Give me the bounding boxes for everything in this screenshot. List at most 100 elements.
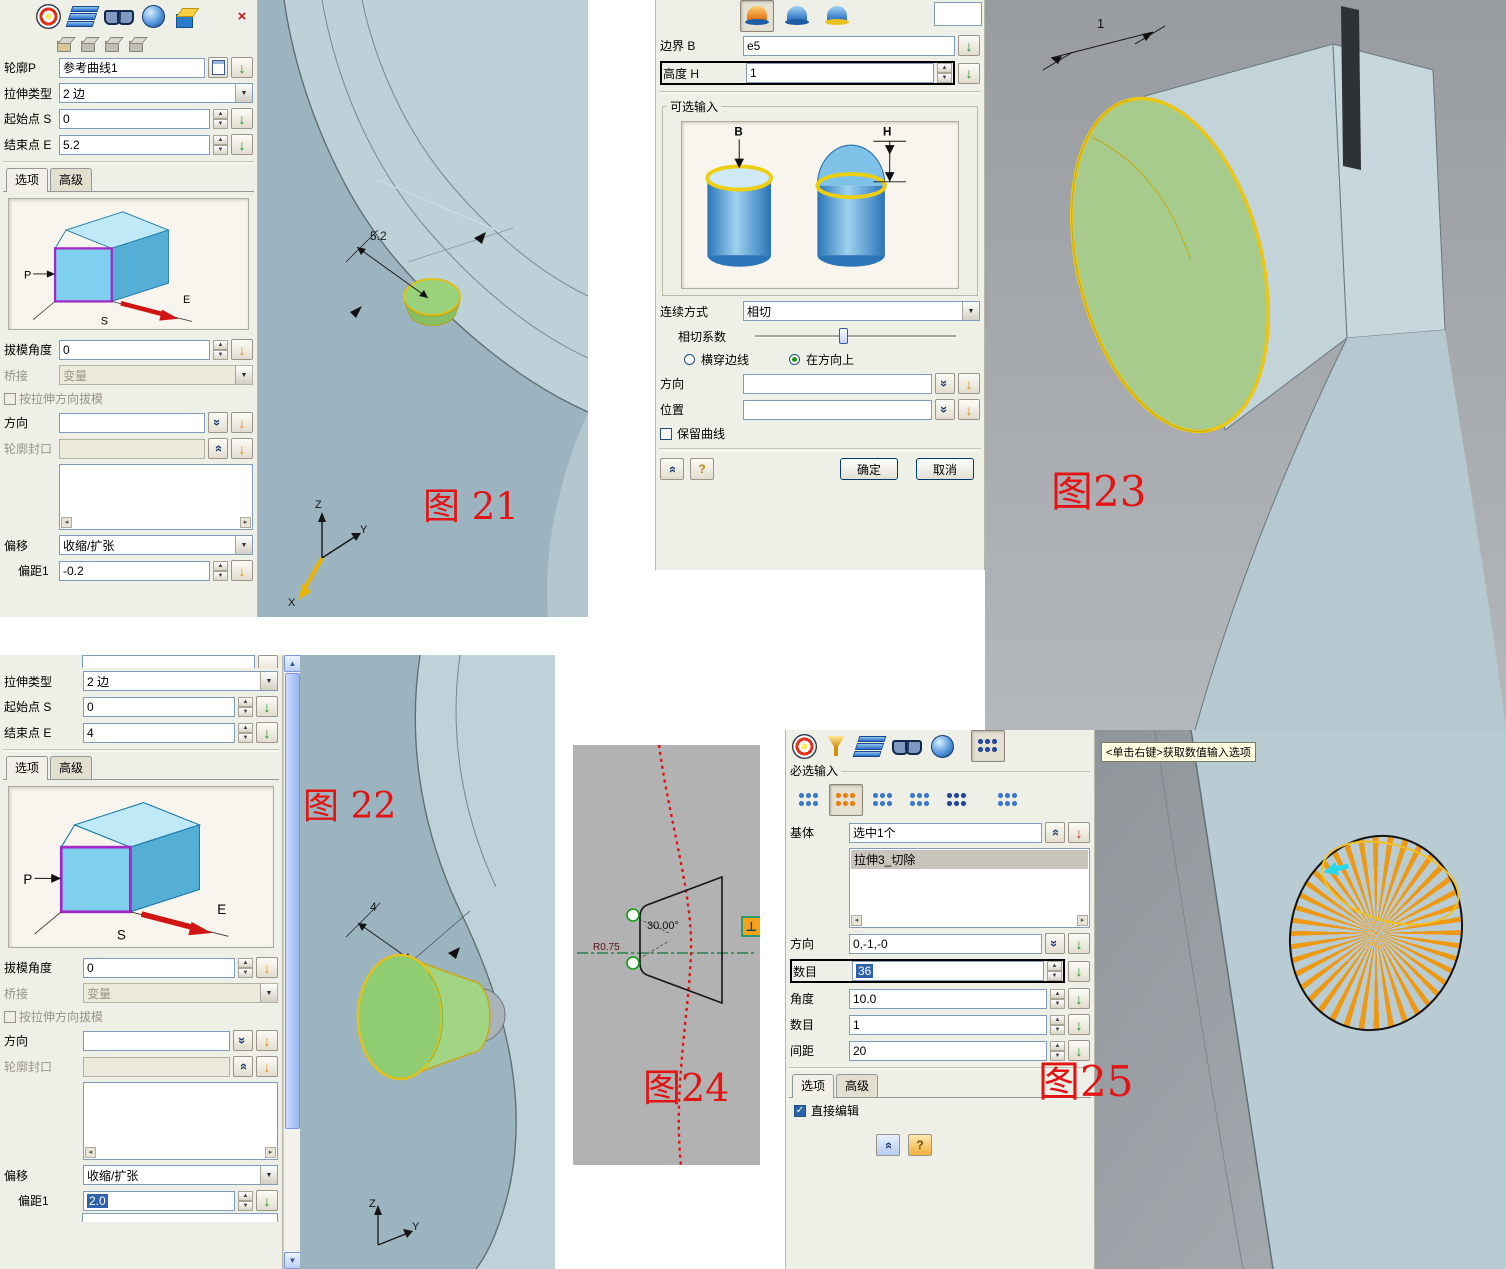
clipped-field[interactable] bbox=[82, 655, 255, 668]
scroll-left-icon[interactable]: ◂ bbox=[61, 517, 72, 528]
extrude-type-select[interactable]: 2 边▼ bbox=[83, 671, 278, 691]
direction-expand-button[interactable]: » bbox=[233, 1030, 253, 1051]
cube-icon[interactable] bbox=[173, 5, 198, 28]
target-icon[interactable] bbox=[36, 3, 61, 29]
end-point-field[interactable]: 4 bbox=[83, 722, 235, 743]
direction-field[interactable] bbox=[83, 1030, 230, 1051]
viewport-fig24[interactable]: 30.00° R0.75 ⊥ 图24 bbox=[573, 745, 760, 1165]
end-point-field[interactable]: 5.2 bbox=[59, 134, 210, 155]
on-direction-radio[interactable] bbox=[789, 354, 801, 365]
offset1-field[interactable]: 2.0 bbox=[83, 1190, 235, 1211]
keep-curve-checkbox[interactable] bbox=[660, 427, 672, 440]
scrollbar-up-button[interactable]: ▲ bbox=[284, 655, 301, 672]
boundary-pick-button[interactable]: ↓ bbox=[958, 35, 980, 56]
collapse-button[interactable]: » bbox=[876, 1134, 900, 1156]
tab-advanced[interactable]: 高级 bbox=[50, 756, 93, 779]
help-button[interactable]: ? bbox=[690, 458, 714, 480]
selection-list[interactable]: ◂ ▸ bbox=[83, 1082, 278, 1160]
target-icon[interactable] bbox=[792, 733, 817, 759]
scrollbar-thumb[interactable] bbox=[285, 673, 300, 1129]
start-point-spinner[interactable]: ▲▼ bbox=[213, 108, 228, 129]
count2-field[interactable]: 1 bbox=[849, 1014, 1047, 1035]
boolean-remove-icon[interactable] bbox=[104, 36, 122, 52]
dome-type-blue-button[interactable] bbox=[780, 0, 814, 32]
end-point-spinner[interactable]: ▲▼ bbox=[213, 134, 228, 155]
direct-edit-checkbox[interactable]: ✓ bbox=[794, 1104, 806, 1117]
continuity-select[interactable]: 相切▼ bbox=[743, 301, 980, 321]
scroll-left-icon[interactable]: ◂ bbox=[851, 915, 862, 926]
start-point-field[interactable]: 0 bbox=[59, 108, 210, 129]
tab-options[interactable]: 选项 bbox=[6, 756, 49, 780]
spacing-spinner[interactable]: ▲▼ bbox=[1050, 1040, 1065, 1061]
direction-pick-button[interactable]: ↓ bbox=[231, 412, 253, 433]
draft-angle-field[interactable]: 0 bbox=[59, 339, 210, 360]
sphere-icon[interactable] bbox=[142, 4, 165, 28]
start-point-field[interactable]: 0 bbox=[83, 696, 235, 717]
glasses-icon[interactable] bbox=[104, 9, 134, 25]
end-point-pick-button[interactable]: ↓ bbox=[231, 134, 253, 155]
direction-expand-button[interactable]: » bbox=[1045, 933, 1065, 954]
pattern-tool-button[interactable] bbox=[971, 730, 1005, 762]
close-icon[interactable]: × bbox=[237, 7, 247, 25]
direction-expand-button[interactable]: » bbox=[208, 412, 228, 433]
offset1-field[interactable]: -0.2 bbox=[59, 560, 210, 581]
base-field[interactable]: 选中1个 bbox=[849, 822, 1042, 843]
selection-list[interactable]: ◂ ▸ bbox=[59, 464, 253, 530]
offset1-pick-button[interactable]: ↓ bbox=[231, 560, 253, 581]
profile-cap-pick-button[interactable]: ↓ bbox=[231, 438, 253, 459]
scroll-left-icon[interactable]: ◂ bbox=[85, 1147, 96, 1158]
direction-field[interactable] bbox=[743, 373, 932, 394]
viewport-fig25[interactable] bbox=[1095, 730, 1506, 1269]
pattern-point-button[interactable] bbox=[866, 784, 900, 816]
boolean-base-icon[interactable] bbox=[56, 36, 74, 52]
profile-pick-arrow-button[interactable]: ↓ bbox=[231, 57, 253, 78]
viewport-fig22[interactable]: 4 Z Y 图 22 bbox=[300, 655, 555, 1269]
pattern-circular-button[interactable] bbox=[829, 784, 863, 816]
profile-cap-collapse-button[interactable]: » bbox=[233, 1056, 253, 1077]
ok-button[interactable]: 确定 bbox=[840, 458, 898, 480]
count2-pick-button[interactable]: ↓ bbox=[1068, 1014, 1090, 1035]
boolean-add-icon[interactable] bbox=[80, 36, 98, 52]
direction-pick-button[interactable]: ↓ bbox=[256, 1030, 278, 1051]
tab-options[interactable]: 选项 bbox=[792, 1074, 835, 1098]
goblet-icon[interactable] bbox=[826, 735, 847, 758]
draft-angle-spinner[interactable]: ▲▼ bbox=[213, 339, 228, 360]
profile-cap-collapse-button[interactable]: » bbox=[208, 438, 228, 459]
direction-expand-button[interactable]: » bbox=[935, 373, 955, 394]
base-pick-button[interactable]: ↓ bbox=[1068, 822, 1090, 843]
cross-edge-radio[interactable] bbox=[684, 354, 695, 365]
books-icon[interactable] bbox=[65, 5, 100, 27]
angle-spinner[interactable]: ▲▼ bbox=[1050, 988, 1065, 1009]
count2-spinner[interactable]: ▲▼ bbox=[1050, 1014, 1065, 1035]
viewport-fig23[interactable]: 1 图23 bbox=[985, 0, 1506, 730]
height-spinner[interactable]: ▲▼ bbox=[937, 63, 952, 83]
direction-pick-button[interactable]: ↓ bbox=[1068, 933, 1090, 954]
dome-type-yellow-base-button[interactable] bbox=[820, 0, 854, 32]
pattern-face-button[interactable] bbox=[903, 784, 937, 816]
cancel-button[interactable]: 取消 bbox=[916, 458, 974, 480]
list-item[interactable]: 拉伸3_切除 bbox=[851, 850, 1088, 869]
direction-pick-button[interactable]: ↓ bbox=[958, 373, 980, 394]
scrollbar-down-button[interactable]: ▼ bbox=[284, 1252, 301, 1269]
position-expand-button[interactable]: » bbox=[935, 399, 955, 420]
collapse-button[interactable]: » bbox=[660, 458, 684, 480]
position-pick-button[interactable]: ↓ bbox=[958, 399, 980, 420]
boolean-intersect-icon[interactable] bbox=[128, 36, 146, 52]
height-pick-button[interactable]: ↓ bbox=[958, 62, 980, 84]
scroll-right-icon[interactable]: ▸ bbox=[240, 517, 251, 528]
base-selection-list[interactable]: 拉伸3_切除 ◂ ▸ bbox=[849, 848, 1090, 928]
profile-picker-button[interactable] bbox=[208, 57, 228, 78]
tab-options[interactable]: 选项 bbox=[6, 168, 49, 192]
books-icon[interactable] bbox=[852, 735, 887, 757]
profile-field[interactable]: 参考曲线1 bbox=[59, 57, 205, 78]
count-pick-button[interactable]: ↓ bbox=[1068, 960, 1090, 982]
count-spinner[interactable]: ▲▼ bbox=[1047, 961, 1062, 981]
spacing-field[interactable]: 20 bbox=[849, 1040, 1047, 1061]
offset-select[interactable]: 收缩/扩张▼ bbox=[83, 1165, 278, 1185]
dome-type-orange-button[interactable] bbox=[740, 0, 774, 32]
start-point-spinner[interactable]: ▲▼ bbox=[238, 696, 253, 717]
direction-field[interactable]: 0,-1,-0 bbox=[849, 933, 1042, 954]
sphere-icon[interactable] bbox=[931, 734, 954, 758]
vertical-scrollbar[interactable]: ▲ ▼ bbox=[283, 655, 301, 1269]
offset-select[interactable]: 收缩/扩张▼ bbox=[59, 535, 253, 555]
